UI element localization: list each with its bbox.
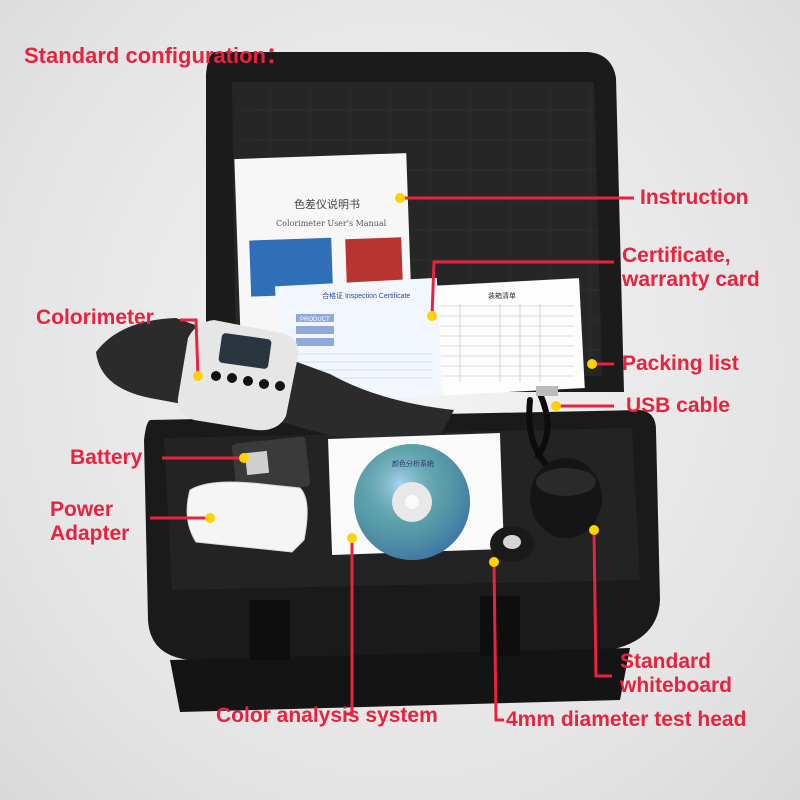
manual-title-cn: 色差仪说明书 [294,197,360,211]
power-adapter-label: Power Adapter [50,498,130,545]
certificate-title: 合格证 Inspection Certificate [322,291,410,300]
cd-label: 颜色分析系统 [392,459,434,468]
test-head-label: 4mm diameter test head [506,708,747,731]
standard-configuration-title: Standard configuration： [24,43,289,68]
colorimeter-device [177,320,299,431]
power-adapter [186,481,308,553]
packing-list: 装箱清单 [429,278,585,396]
certificate-label: Certificate, warranty card [622,244,760,291]
standard-whiteboard-label: Standard whiteboard [620,650,733,697]
leader-lines [150,196,634,722]
colorimeter-label: Colorimeter [36,306,154,329]
callout-markers [193,193,599,567]
battery [231,436,311,494]
usb-cable-label: USB cable [626,394,730,417]
packing-title: 装箱清单 [488,291,516,300]
manual-title-en: Colorimeter User's Manual [276,219,387,228]
certificate-product: PRODUCT [300,317,330,323]
color-analysis-system-label: Color analysis system [216,704,438,727]
battery-label: Battery [70,446,143,469]
instruction-label: Instruction [640,186,749,209]
packing-list-label: Packing list [622,352,739,375]
